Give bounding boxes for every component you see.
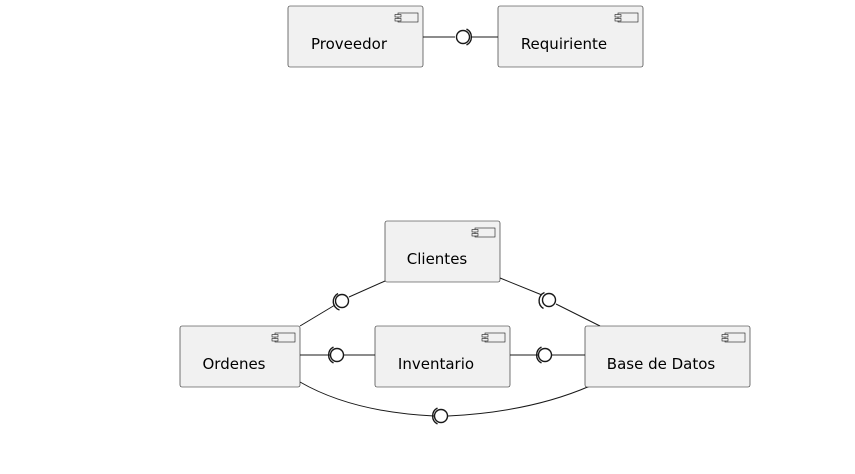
provided-interface-lollipop <box>455 29 471 45</box>
provided-interface-lollipop <box>329 347 345 363</box>
required-interface-socket <box>431 407 438 425</box>
provided-interface-lollipop <box>334 293 350 309</box>
component-label: Ordenes <box>202 355 265 373</box>
component-label: Inventario <box>398 355 474 373</box>
component-base-de-datos[interactable]: Base de Datos <box>584 325 751 388</box>
component-requiriente[interactable]: Requiriente <box>497 5 644 68</box>
required-interface-socket <box>466 28 473 46</box>
provided-interface-lollipop <box>433 408 449 424</box>
component-icon <box>471 227 496 238</box>
component-icon <box>481 332 506 343</box>
provided-interface-lollipop <box>541 292 557 308</box>
edge-proveedor-requiriente <box>423 28 498 46</box>
component-icon <box>394 12 419 23</box>
required-interface-socket <box>327 346 334 364</box>
component-icon <box>721 332 746 343</box>
edge-clientes-basedatos <box>499 277 601 327</box>
required-interface-socket <box>538 291 545 310</box>
component-icon <box>614 12 639 23</box>
component-ordenes[interactable]: Ordenes <box>179 325 301 388</box>
component-icon <box>271 332 296 343</box>
edge-ordenes-inventario <box>300 346 375 364</box>
component-label: Requiriente <box>521 35 607 53</box>
component-proveedor[interactable]: Proveedor <box>287 5 424 68</box>
edge-inventario-basedatos <box>510 346 585 364</box>
component-clientes[interactable]: Clientes <box>384 220 501 283</box>
provided-interface-lollipop <box>537 347 553 363</box>
required-interface-socket <box>535 346 542 364</box>
edge-ordenes-clientes <box>299 280 386 327</box>
edge-ordenes-basedatos <box>299 381 591 425</box>
required-interface-socket <box>332 292 340 311</box>
component-label: Base de Datos <box>607 355 716 373</box>
component-inventario[interactable]: Inventario <box>374 325 511 388</box>
component-label: Clientes <box>407 250 468 268</box>
component-label: Proveedor <box>311 35 388 53</box>
